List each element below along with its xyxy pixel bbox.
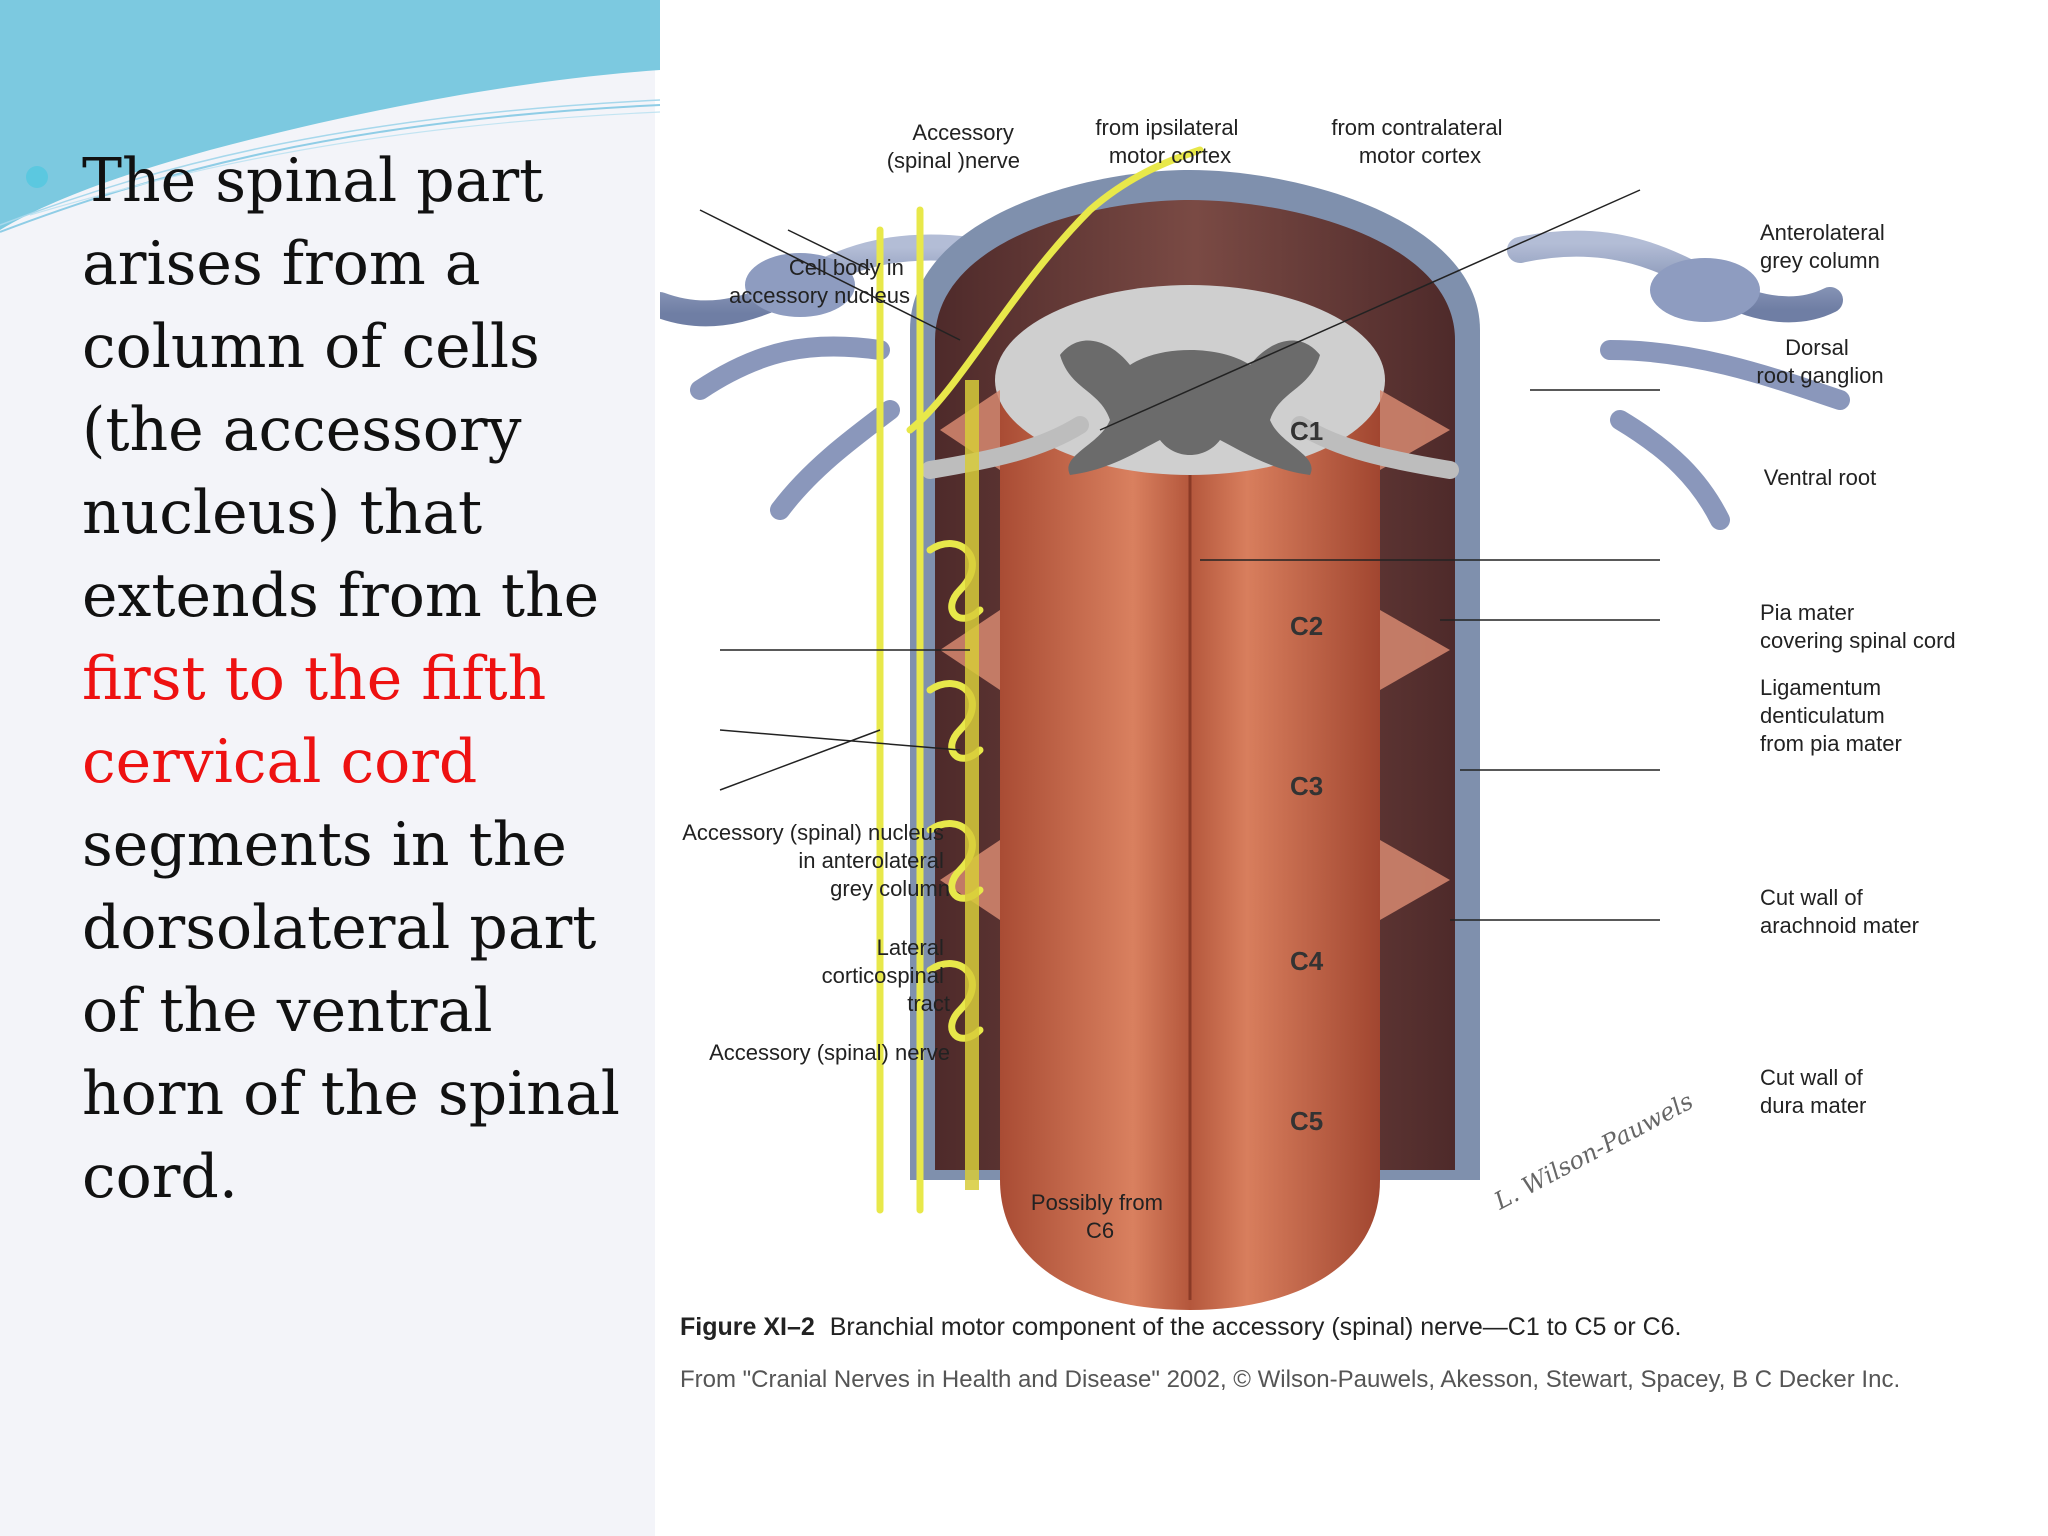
header-wave-decoration [0,0,660,233]
label-ligamentum: Ligamentum denticulatum from pia mater [1760,675,1902,756]
ventral-root-left [921,416,1089,479]
left-nerve-roots [647,234,983,520]
segment-label-c3: C3 [1290,771,1323,801]
figure-credit: From "Cranial Nerves in Health and Disea… [680,1366,1900,1393]
label-accessory-nerve-lower: Accessory (spinal) nerve [709,1040,950,1065]
leader-lines [699,189,1660,921]
bullet-text-part1: The spinal part arises from a column of … [82,146,600,631]
segment-label-c4: C4 [1290,946,1324,976]
segment-label-c2: C2 [1290,611,1323,641]
label-lateral-corticospinal: Lateral corticospinal tract [822,935,950,1016]
label-ipsilateral-cortex: from ipsilateral motor cortex [1095,115,1244,168]
label-anterolateral: Anterolateral grey column [1760,220,1891,273]
spinal-cord-diagram: C1 C2 C3 C4 C5 Accessory (spinal )nerve … [647,115,1956,1393]
nerve-fibres [876,146,1204,1214]
label-accessory-nucleus: Accessory (spinal) nucleus in anterolate… [682,820,950,901]
segment-label-c1: C1 [1290,416,1323,446]
segment-label-c5: C5 [1290,1106,1323,1136]
label-pia-mater: Pia mater covering spinal cord [1760,600,1956,653]
right-nerve-roots [1507,230,1850,530]
figure-caption: Figure XI–2 Branchial motor component of… [680,1313,1682,1341]
bullet-text-highlight: first to the fifth cervical cord [82,644,547,797]
bullet-text: The spinal part arises from a column of … [82,140,652,1219]
label-dura: Cut wall of dura mater [1760,1065,1869,1118]
grey-matter [1060,340,1320,475]
label-dorsal-root-ganglion: Dorsal root ganglion [1756,335,1883,388]
label-arachnoid: Cut wall of arachnoid mater [1760,885,1919,938]
label-possibly-c6: Possibly from C6 [1031,1190,1169,1243]
label-ventral-root: Ventral root [1764,465,1877,490]
bullet-text-part2: segments in the dorsolateral part of the… [82,810,620,1212]
label-cell-body: Cell body in accessory nucleus [729,255,910,308]
label-accessory-nerve-top: Accessory (spinal )nerve [887,120,1020,173]
text-panel: The spinal part arises from a column of … [0,0,660,1536]
bullet-dot [26,166,48,188]
ventral-root-right [1291,416,1459,479]
spinal-cord-figure: C1 C2 C3 C4 C5 Accessory (spinal )nerve … [647,90,1990,1450]
label-contralateral-cortex: from contralateral motor cortex [1331,115,1508,168]
illustrator-signature: L. Wilson-Pauwels [1489,1087,1698,1216]
